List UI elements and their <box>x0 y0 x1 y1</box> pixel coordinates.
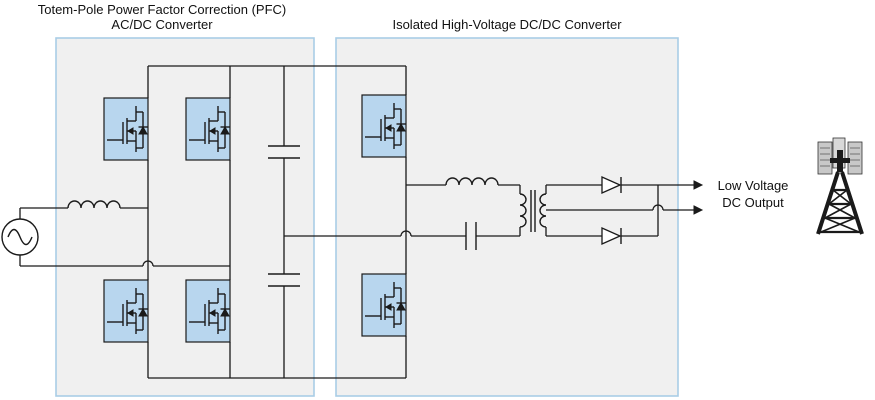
pfc-mosfet-leg2-high <box>185 97 231 161</box>
pfc-mosfet-leg1-high <box>103 97 149 161</box>
pfc-title-line2: AC/DC Converter <box>111 17 213 32</box>
output-arrow-top <box>693 180 704 190</box>
pfc-title-line1: Totem-Pole Power Factor Correction (PFC) <box>37 2 287 17</box>
pfc-panel <box>55 37 315 397</box>
pfc-mosfet-leg2-low <box>185 279 231 343</box>
resonant-inductor <box>445 177 499 186</box>
dcdc-mosfet-low <box>361 273 407 337</box>
pfc-inductor <box>67 200 121 209</box>
pfc-mosfet-leg1-low <box>103 279 149 343</box>
dcdc-title: Isolated High-Voltage DC/DC Converter <box>392 17 622 32</box>
output-arrow-bottom <box>693 205 704 215</box>
dcdc-panel <box>335 37 679 397</box>
output-label-line1: Low Voltage <box>717 178 789 193</box>
cell-tower-icon <box>816 137 864 235</box>
output-label-line2: DC Output <box>722 195 784 210</box>
isolation-transformer <box>519 185 547 236</box>
dcdc-mosfet-high <box>361 94 407 158</box>
